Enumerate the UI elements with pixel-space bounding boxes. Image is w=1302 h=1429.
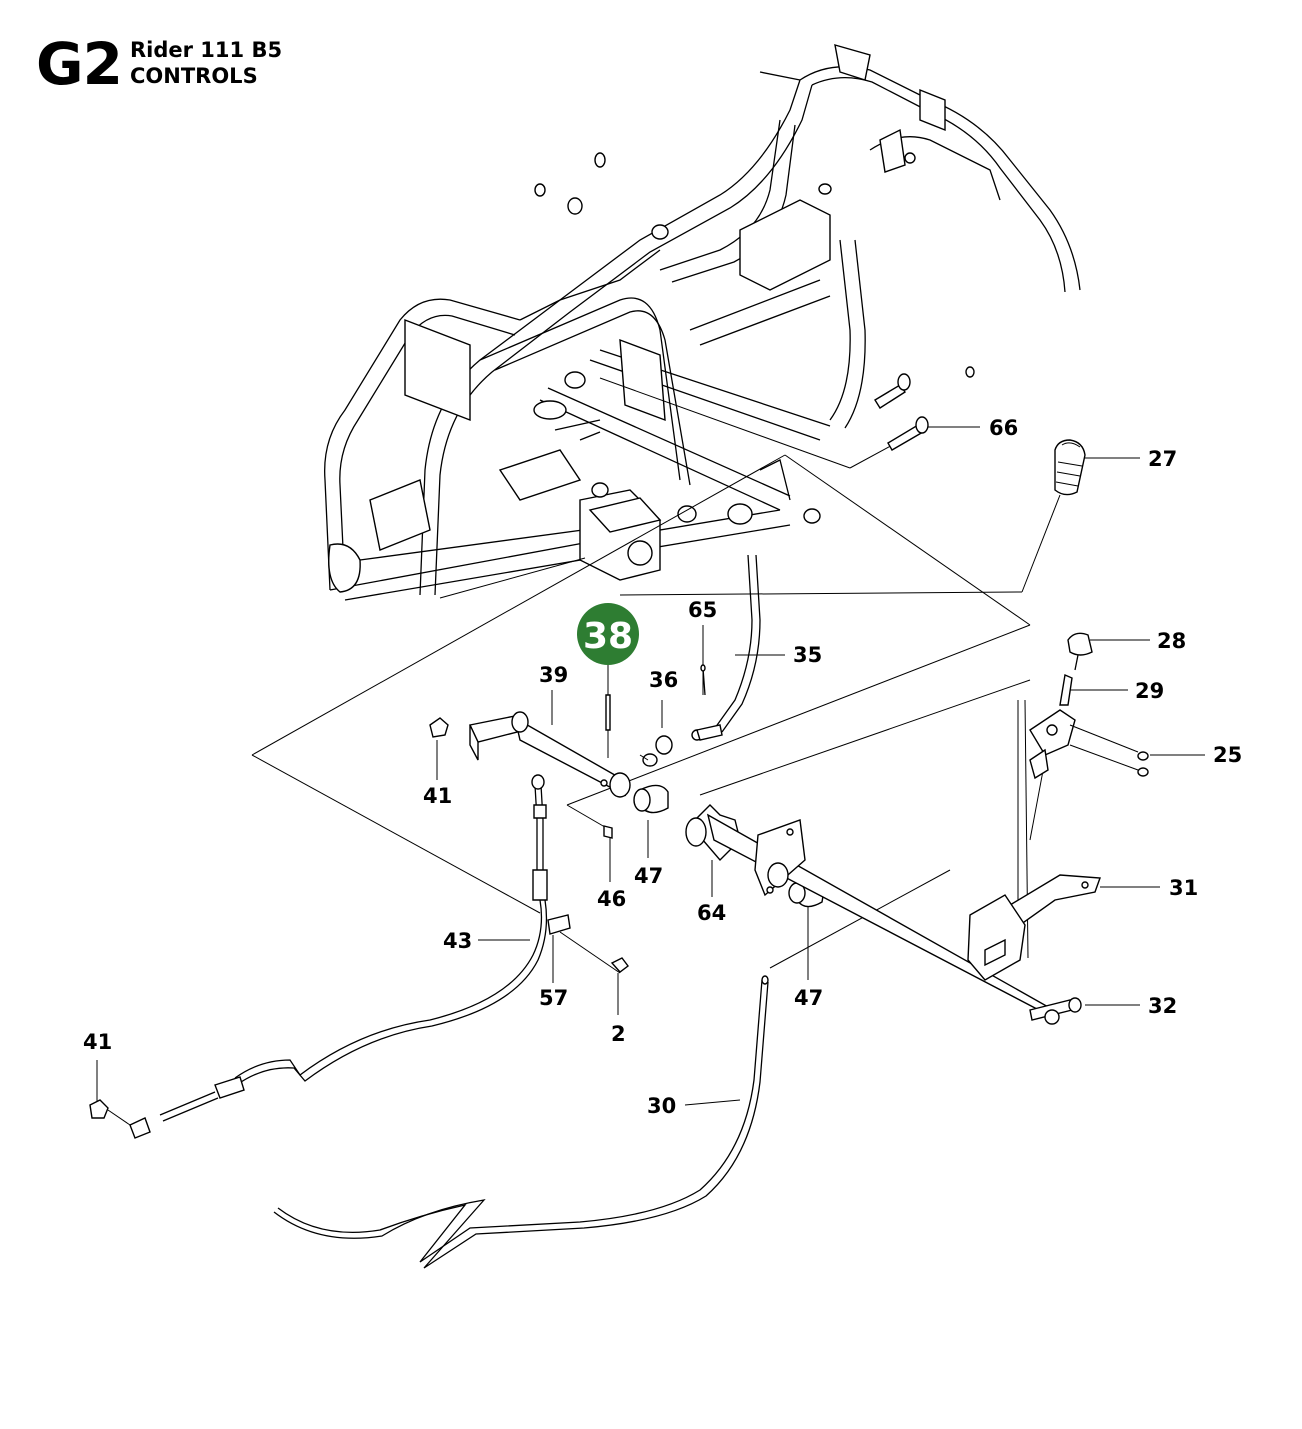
bolt-66 (874, 373, 929, 451)
lever-29 (1029, 674, 1076, 780)
callout-30[interactable]: 30 (647, 1094, 676, 1118)
screw-25 (1069, 724, 1149, 777)
shaft-64 (685, 804, 1059, 1021)
clip-36 (639, 735, 673, 767)
callout-31[interactable]: 31 (1169, 876, 1198, 900)
callout-66[interactable]: 66 (989, 416, 1018, 440)
callout-47-upper[interactable]: 47 (634, 864, 663, 888)
knob-28 (1067, 632, 1093, 671)
callout-27[interactable]: 27 (1148, 447, 1177, 471)
nut-41-upper (429, 717, 449, 738)
callout-39[interactable]: 39 (539, 663, 568, 687)
chassis-frame (324, 44, 1081, 601)
callout-36[interactable]: 36 (649, 668, 678, 692)
callout-64[interactable]: 64 (697, 901, 726, 925)
section-name: CONTROLS (130, 64, 258, 88)
knob-27 (1054, 439, 1086, 496)
parts-layer (89, 373, 1149, 1269)
callout-32[interactable]: 32 (1148, 994, 1177, 1018)
callout-29[interactable]: 29 (1135, 679, 1164, 703)
callout-labels: 66 27 65 35 39 36 28 29 25 41 47 46 64 3… (83, 416, 1242, 1118)
callout-46[interactable]: 46 (597, 887, 626, 911)
plate-and-bolt-32 (967, 894, 1082, 1025)
screw-2 (610, 957, 629, 973)
bracket-31 (1009, 874, 1101, 927)
highlight-badge[interactable]: 38 (577, 603, 639, 665)
bushing-47-upper (633, 784, 669, 814)
callout-57[interactable]: 57 (539, 986, 568, 1010)
pin-38 (605, 694, 611, 731)
callout-41-lower[interactable]: 41 (83, 1030, 112, 1054)
shaft-39 (468, 711, 631, 798)
callout-47-lower[interactable]: 47 (794, 986, 823, 1010)
callout-43[interactable]: 43 (443, 929, 472, 953)
callout-35[interactable]: 35 (793, 643, 822, 667)
cable-43 (129, 774, 548, 1139)
clip-46 (603, 825, 613, 839)
diagram-code: G2 (36, 30, 123, 98)
cable-30 (273, 975, 769, 1269)
callout-41-upper[interactable]: 41 (423, 784, 452, 808)
leader-lines (96, 377, 1205, 1106)
rod-35 (691, 554, 761, 741)
model-name: Rider 111 B5 (130, 38, 283, 62)
highlight-circle (577, 603, 639, 665)
callout-65[interactable]: 65 (688, 598, 717, 622)
callout-2[interactable]: 2 (611, 1022, 626, 1046)
clip-65 (700, 664, 706, 696)
highlight-label: 38 (583, 616, 633, 657)
callout-25[interactable]: 25 (1213, 743, 1242, 767)
callout-28[interactable]: 28 (1157, 629, 1186, 653)
nut-41-lower (89, 1099, 131, 1126)
clamp-57 (547, 914, 571, 935)
